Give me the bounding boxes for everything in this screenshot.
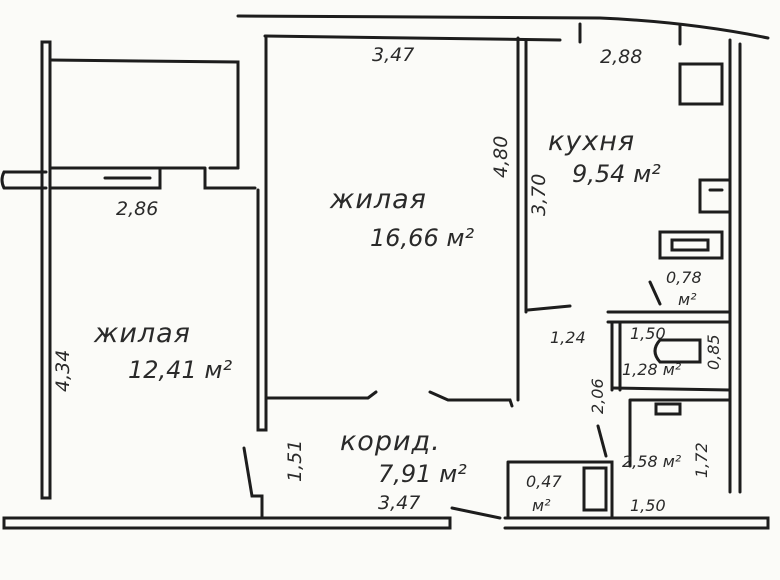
bath-door	[596, 424, 608, 464]
kitchen-door	[526, 280, 662, 312]
room-unit-closet-kitchen: м²	[678, 290, 697, 309]
room-area-living-small: 12,41 м²	[128, 356, 233, 384]
balcony-rail	[48, 166, 162, 190]
bath-block	[610, 386, 732, 468]
room-area-closet-kitchen: 0,78	[666, 268, 702, 287]
dim-living-small-height: 4,34	[52, 349, 74, 392]
dim-wc-height: 0,85	[704, 334, 723, 370]
dim-corridor-bottom: 3,47	[378, 492, 421, 514]
room-unit-closet-corridor: м²	[532, 496, 551, 515]
door-living-bottom	[428, 390, 514, 408]
room-area-closet-corridor: 0,47	[526, 472, 562, 491]
kitchen-right-wall	[728, 38, 742, 494]
outer-wall-top	[236, 14, 770, 40]
dim-kitchen-height: 3,70	[528, 173, 550, 216]
outer-wall-bottom-right	[503, 516, 770, 530]
dim-wc-door: 1,24	[550, 328, 586, 347]
dim-leader-bottom	[450, 506, 502, 520]
dim-bath-height: 1,72	[692, 442, 711, 478]
wall-living-right	[516, 36, 528, 402]
dim-wc-width: 1,50	[630, 324, 666, 343]
wall-living-bottom	[264, 390, 378, 400]
dim-bath-width: 1,50	[630, 496, 666, 515]
room-name-corridor: корид.	[340, 426, 441, 457]
wc-toilet	[653, 338, 702, 364]
kitchen-stove	[678, 62, 724, 106]
outer-wall-bottom-left	[2, 516, 452, 530]
outer-wall-top-inner	[263, 34, 562, 42]
bath-tub	[654, 402, 682, 416]
room-area-kitchen: 9,54 м²	[572, 160, 661, 188]
room-area-living-large: 16,66 м²	[370, 224, 475, 252]
wall-living-left	[256, 36, 268, 432]
kitchen-top-window	[578, 22, 682, 46]
room-name-living-large: жилая	[330, 184, 427, 215]
dim-bath-wall: 2,06	[588, 378, 607, 414]
balcony-left-top	[48, 58, 240, 170]
room-name-kitchen: кухня	[548, 126, 636, 157]
room-name-living-small: жилая	[94, 318, 191, 349]
dim-living-large-height: 4,80	[490, 135, 512, 178]
wc-block	[606, 310, 732, 392]
corridor-door-left	[242, 446, 270, 520]
kitchen-sink	[698, 178, 732, 214]
dim-top-kitchen: 2,88	[600, 46, 643, 68]
dim-corridor-depth: 1,51	[284, 439, 306, 482]
balcony-slab	[0, 170, 48, 190]
closet-corridor	[506, 460, 614, 520]
room-area-bath: 2,58 м²	[622, 452, 682, 471]
outer-wall-left	[40, 40, 52, 500]
balcony-right	[158, 166, 257, 190]
dim-top-living: 3,47	[372, 44, 415, 66]
room-area-wc: 1,28 м²	[622, 360, 682, 379]
room-area-corridor: 7,91 м²	[378, 460, 467, 488]
kitchen-fixture	[658, 230, 724, 260]
dim-balcony-width: 2,86	[116, 198, 159, 220]
